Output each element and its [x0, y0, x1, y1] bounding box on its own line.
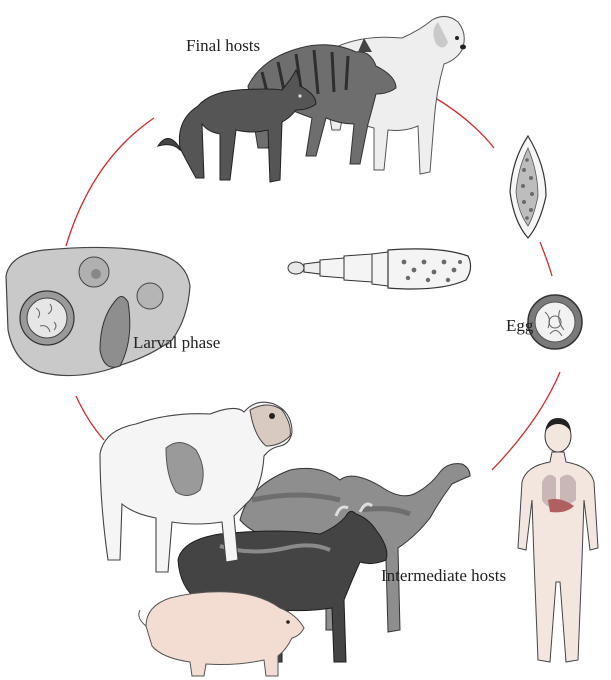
gravid-proglottid-icon	[510, 136, 546, 238]
arc-larval-to-sheep	[76, 396, 104, 440]
arc-proglottid-to-egg	[540, 242, 552, 276]
tapeworm-icon	[288, 249, 471, 289]
egg-label: Egg	[506, 316, 533, 336]
larval-phase-label: Larval phase	[133, 333, 220, 353]
final-hosts-label: Final hosts	[186, 36, 260, 56]
intermediate-hosts-label: Intermediate hosts	[381, 566, 506, 586]
arc-larval-to-wolves	[66, 118, 154, 246]
intermediate-hosts-animals	[100, 402, 470, 676]
egg-icon	[528, 295, 582, 349]
liver-cyst-icon	[6, 247, 190, 375]
wolf-icon	[158, 70, 316, 182]
arc-dog-to-proglottid	[432, 96, 494, 148]
human-icon	[518, 418, 598, 662]
